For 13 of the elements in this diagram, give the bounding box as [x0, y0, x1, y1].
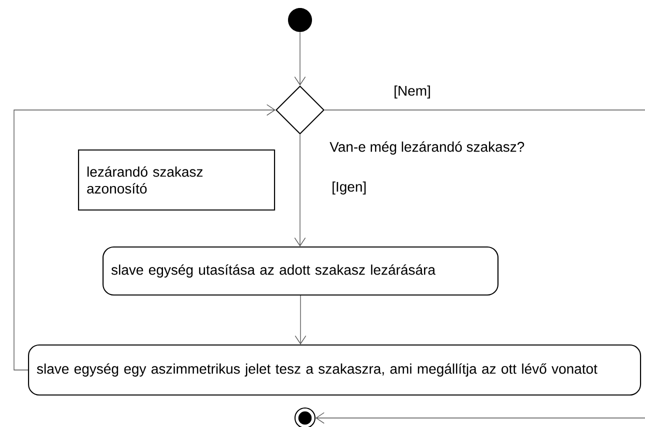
object-box: lezárandó szakasz azonosító [78, 149, 276, 211]
activity-box: slave egység utasítása az adott szakasz lezárására [102, 246, 499, 296]
arrow [316, 110, 645, 424]
activity-box: slave egység egy aszimmetrikus jelet tesz a szakaszra, ami megállítja az ott lévő vonatot [28, 344, 642, 396]
guard-label: [Nem] [392, 84, 432, 100]
arrow [294, 134, 306, 246]
start-node [288, 8, 312, 32]
condition-text: Van-e még lezárandó szakasz? [330, 141, 524, 155]
guard-label: [Igen] [330, 180, 368, 196]
arrow [14, 104, 276, 370]
end-node [294, 407, 316, 427]
arrow [294, 295, 306, 344]
arrow [294, 32, 306, 86]
